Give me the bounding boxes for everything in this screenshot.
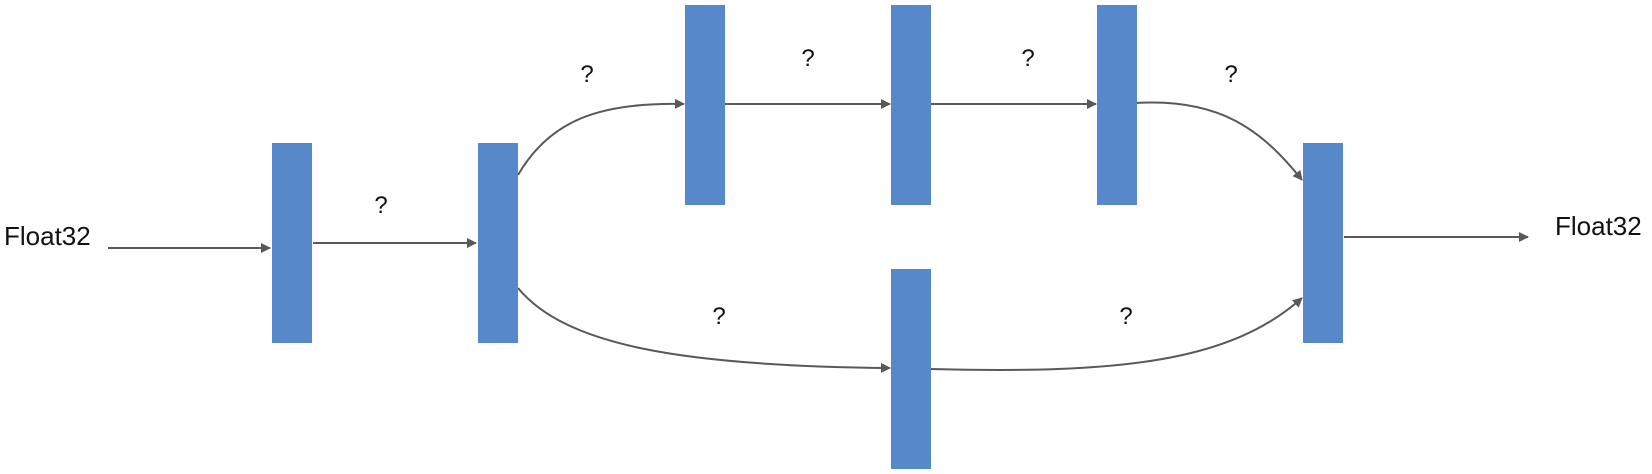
edge-node2-to-bottom [517,287,891,373]
node-top-1 [685,5,725,205]
node-top-3 [1097,5,1137,205]
edge-label-node1-to-node2: ? [374,192,387,219]
edge-label-node2-to-bottom: ? [712,303,725,330]
node-bottom [891,269,931,469]
node-2 [478,143,518,343]
edge-label-top3-to-output: ? [1224,61,1237,88]
node-1 [272,143,312,343]
node-output [1303,143,1343,343]
edge-bottom-to-output [929,297,1303,371]
edge-node2-to-top1 [517,98,685,176]
edge-label-bottom-to-output: ? [1119,303,1132,330]
edge-label-top1-to-top2: ? [801,45,814,72]
output-label: Float32 [1555,211,1642,241]
edge-label-top2-to-top3: ? [1021,45,1034,72]
input-label: Float32 [4,221,91,251]
edge-label-node2-to-top1: ? [580,61,593,88]
node-top-2 [891,5,931,205]
edge-top3-to-output [1135,101,1303,181]
